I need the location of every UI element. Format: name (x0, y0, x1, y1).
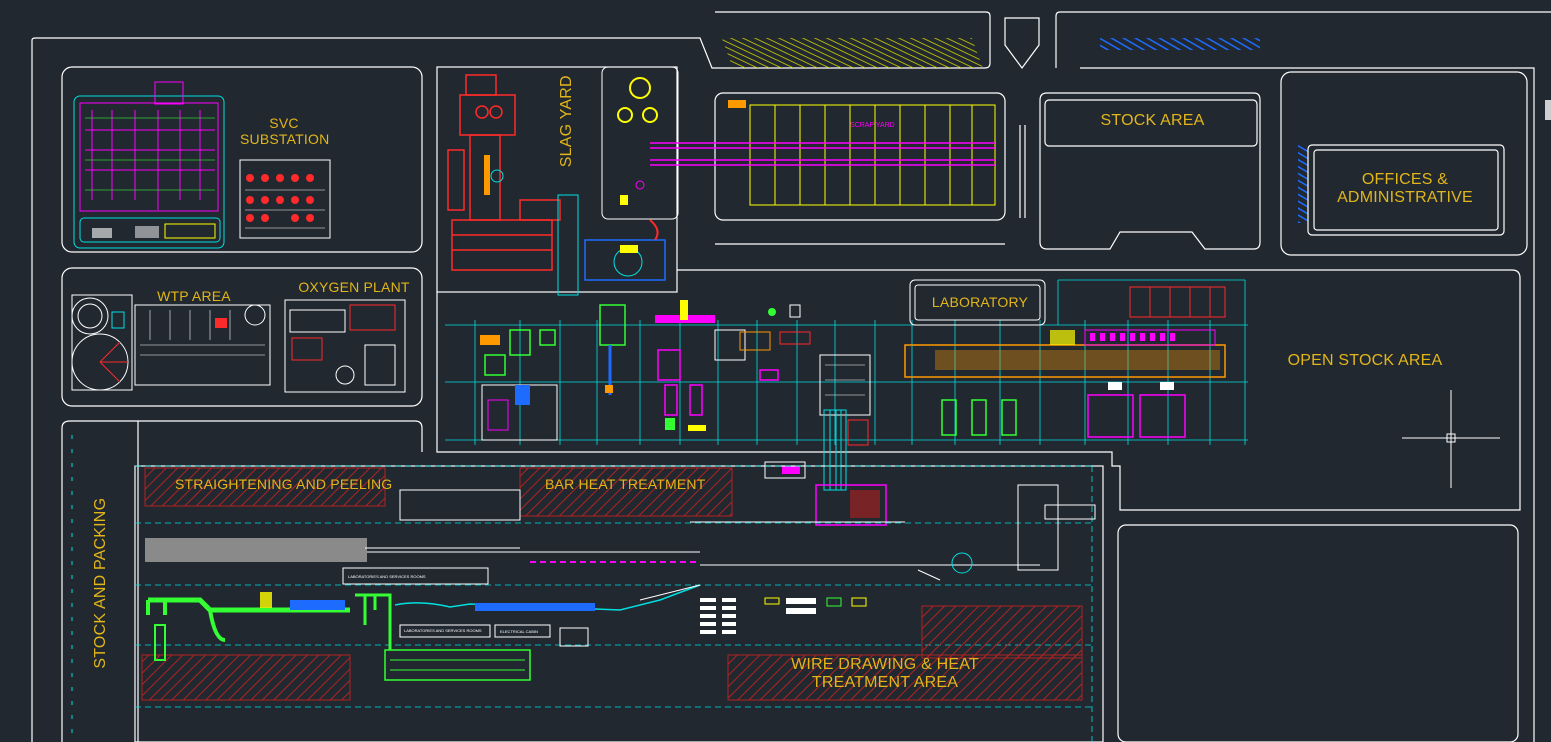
stock-area-label: STOCK AREA (1100, 112, 1205, 129)
wire-drawing-label: WIRE DRAWING & HEAT TREATMENT AREA (791, 656, 979, 692)
svc-substation-block (61, 66, 423, 253)
svc-substation-label: SVC SUBSTATION (240, 115, 330, 148)
scrap-yard-block (650, 92, 1006, 221)
open-stock-lower (1117, 524, 1519, 742)
office-hatch (1298, 145, 1308, 223)
conveyor-transfer (815, 484, 887, 526)
scrap-yard-text: SCRAP YARD (850, 122, 895, 129)
svg-text:ELECTRICAL CABIN: ELECTRICAL CABIN (500, 629, 538, 634)
offices-block (1280, 71, 1528, 256)
slag-yard-label: SLAG YARD (557, 75, 575, 168)
finishing-area (134, 465, 1104, 742)
svg-text:LABORATORIES AND SERVICES ROOM: LABORATORIES AND SERVICES ROOMS (348, 574, 426, 579)
wtp-oxygen-block (61, 267, 423, 407)
wtp-area-label: WTP AREA (157, 288, 231, 304)
svg-text:LABORATORIES AND SERVICES ROOM: LABORATORIES AND SERVICES ROOMS (404, 628, 482, 633)
oxygen-plant-label: OXYGEN PLANT (298, 279, 410, 295)
bar-heat-treatment-label: BAR HEAT TREATMENT (545, 476, 706, 492)
edge-mark (1545, 100, 1551, 120)
gate-hatch-right (1100, 38, 1260, 50)
straightening-peeling-label: STRAIGHTENING AND PEELING (175, 476, 393, 492)
melt-shop-block (436, 66, 679, 296)
eaf-text: EAF (622, 247, 636, 254)
central-conveyor (823, 409, 847, 491)
stock-and-packing-strip (61, 420, 423, 742)
site-boundary (31, 11, 1551, 742)
cursor-crosshair (1402, 390, 1500, 488)
rolling-mill-area (436, 269, 1521, 511)
stock-and-packing-label: STOCK AND PACKING (91, 497, 109, 669)
open-stock-area-label: OPEN STOCK AREA (1287, 352, 1443, 369)
stock-area-block (715, 92, 1261, 250)
gate-hatch-left (721, 38, 983, 68)
offices-label: OFFICES & ADMINISTRATIVE (1337, 171, 1473, 207)
laboratory-label: LABORATORY (931, 294, 1029, 310)
